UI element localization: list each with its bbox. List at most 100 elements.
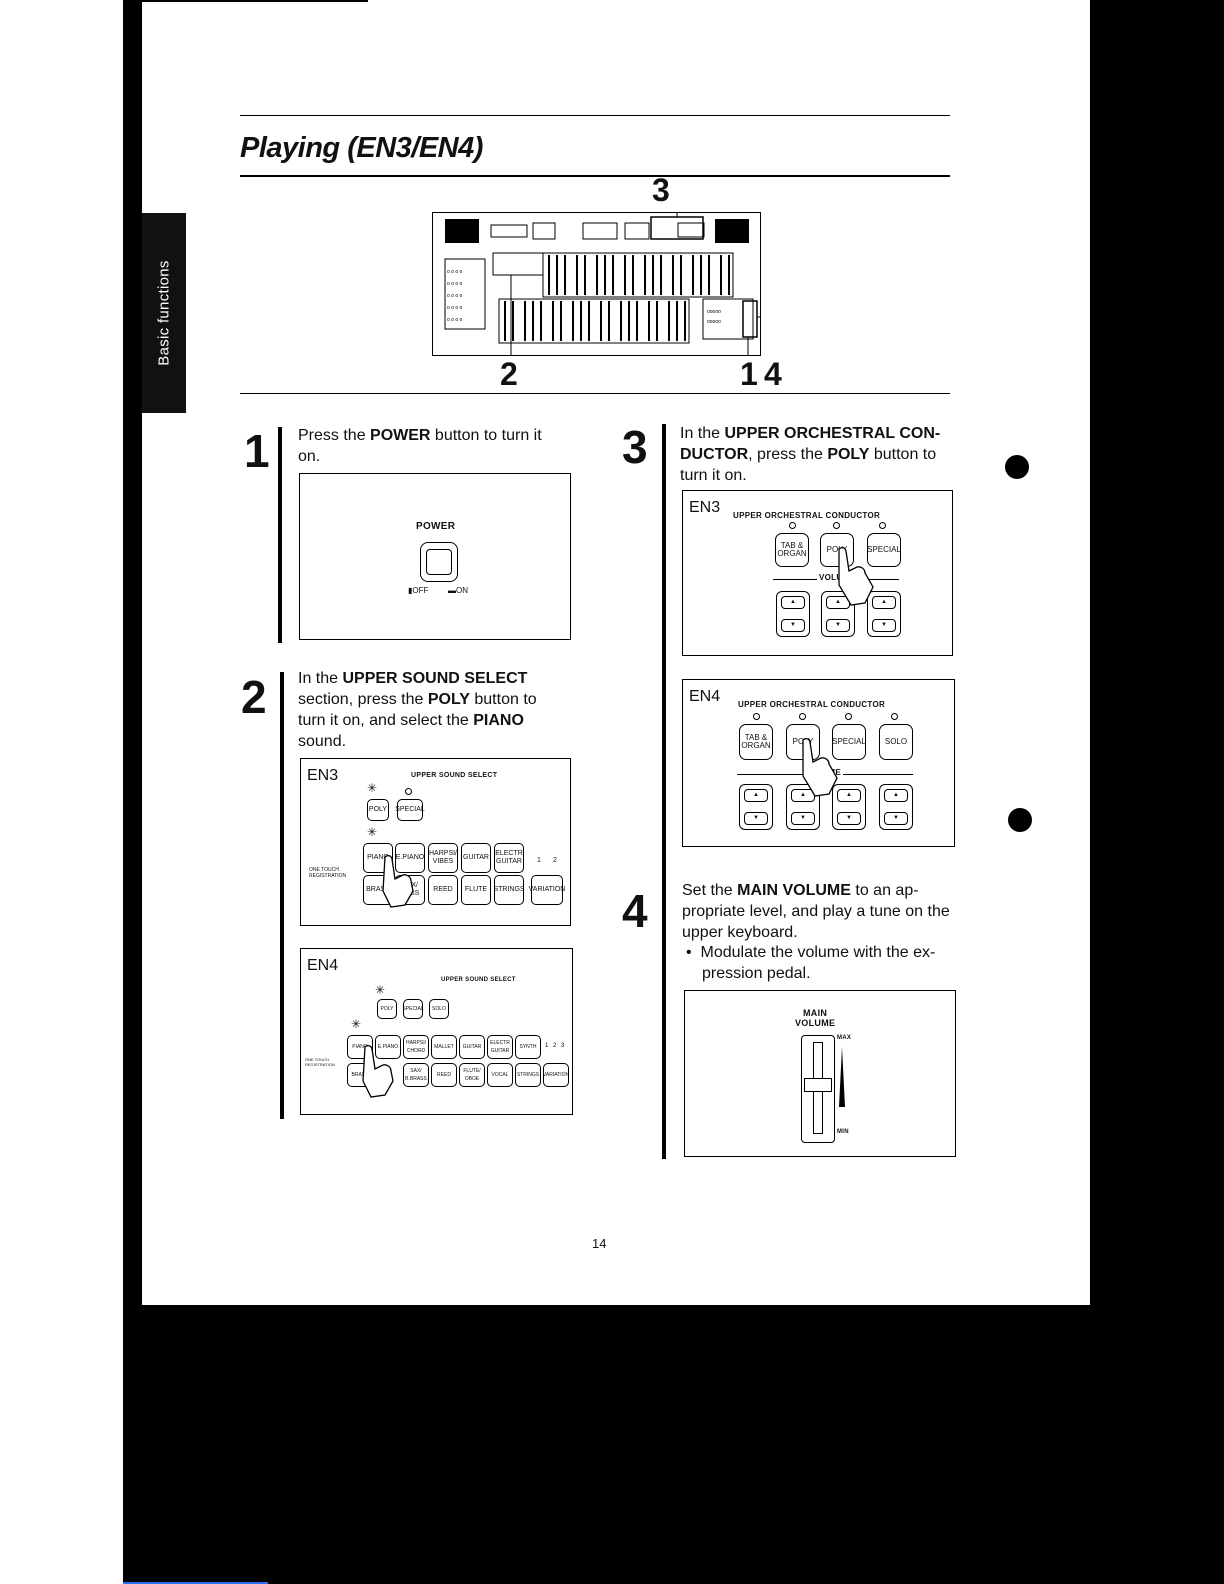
binding-hole bbox=[1005, 455, 1029, 479]
volume-rocker[interactable]: ▲▼ bbox=[776, 591, 810, 637]
callout-3: 3 bbox=[652, 172, 670, 208]
variation-button[interactable]: VARIATION bbox=[543, 1063, 569, 1087]
step-2-text: In the UPPER SOUND SELECT section, press… bbox=[298, 670, 537, 750]
led bbox=[833, 522, 840, 529]
special-button[interactable]: SPECIAL bbox=[395, 799, 425, 821]
en4-tag: EN4 bbox=[307, 957, 339, 974]
flute-oboe-button[interactable]: FLUTE/ OBOE bbox=[459, 1063, 485, 1087]
pointing-hand-icon bbox=[382, 855, 414, 908]
main-volume-panel: MAIN VOLUME MAX MIN bbox=[684, 990, 956, 1157]
electr-guitar-button[interactable]: ELECTR GUITAR bbox=[494, 843, 524, 873]
e-piano-button[interactable]: E.PIANO bbox=[375, 1035, 401, 1059]
slider-knob[interactable] bbox=[804, 1078, 832, 1092]
en3-upper-sound-select-panel: EN3 UPPER SOUND SELECT ✳ POLY SPECIAL ✳ … bbox=[300, 758, 571, 926]
volume-rocker[interactable]: ▲▼ bbox=[739, 784, 773, 830]
step-1-bar bbox=[278, 427, 282, 643]
main-volume-slider[interactable] bbox=[801, 1035, 835, 1143]
lit-indicator-icon: ✳ bbox=[375, 983, 386, 997]
en4-upper-sound-select-panel: EN4 UPPER SOUND SELECT ✳ POLY SPECIAL SO… bbox=[300, 948, 573, 1115]
guitar-button[interactable]: GUITAR bbox=[461, 843, 491, 873]
max-label: MAX bbox=[837, 1035, 852, 1041]
page-number: 14 bbox=[592, 1236, 607, 1251]
svg-text:o o o o: o o o o bbox=[447, 305, 463, 311]
volume-wedge-icon bbox=[839, 1047, 845, 1107]
step-1-text: Press the POWER button to turn it on. bbox=[298, 427, 542, 465]
svg-text:ooooo: ooooo bbox=[707, 309, 721, 315]
svg-text:o o o o: o o o o bbox=[447, 317, 463, 323]
binding-hole bbox=[1008, 808, 1032, 832]
poly-button[interactable]: POLY bbox=[820, 533, 854, 567]
special-button[interactable]: SPECIAL bbox=[867, 533, 901, 567]
synth-button[interactable]: SYNTH bbox=[515, 1035, 541, 1059]
sax-b-brass-button[interactable]: SAX/ B.BRASS bbox=[403, 1063, 429, 1087]
step-4-text: Set the MAIN VOLUME to an ap-propriate l… bbox=[682, 882, 950, 941]
en3-conductor-heading: UPPER ORCHESTRAL CONDUCTOR bbox=[733, 511, 881, 520]
pointing-hand-icon bbox=[362, 1045, 394, 1098]
en3-orchestral-conductor-panel: EN3 UPPER ORCHESTRAL CONDUCTOR TAB & ORG… bbox=[682, 490, 953, 656]
volume-label: VOLUME bbox=[817, 573, 858, 582]
poly-button[interactable]: POLY bbox=[377, 999, 397, 1019]
en4-conductor-heading: UPPER ORCHESTRAL CONDUCTOR bbox=[738, 700, 886, 709]
power-label: POWER bbox=[416, 521, 456, 532]
power-button[interactable] bbox=[420, 542, 458, 582]
e-piano-button[interactable]: E.PIANO bbox=[395, 843, 425, 873]
one-touch-label: ONE TOUCH REGISTRATION bbox=[305, 1057, 335, 1067]
guitar-button[interactable]: GUITAR bbox=[459, 1035, 485, 1059]
svg-text:o o o o: o o o o bbox=[447, 281, 463, 287]
main-label: MAIN bbox=[803, 1008, 828, 1018]
tab-organ-button[interactable]: TAB & ORGAN bbox=[739, 724, 773, 760]
harpsi-chord-button[interactable]: HARPSI/ CHORD bbox=[403, 1035, 429, 1059]
svg-text:o o o o: o o o o bbox=[447, 269, 463, 275]
callout-2: 2 bbox=[500, 356, 518, 392]
led bbox=[405, 788, 412, 795]
flute-button[interactable]: FLUTE bbox=[461, 875, 491, 905]
scan-bottom-line bbox=[123, 1582, 268, 1584]
electr-guitar-button[interactable]: ELECTR GUITAR bbox=[487, 1035, 513, 1059]
special-button[interactable]: SPECIAL bbox=[832, 724, 866, 760]
page-title: Playing (EN3/EN4) bbox=[240, 132, 483, 164]
en3-tag: EN3 bbox=[307, 767, 339, 784]
solo-button[interactable]: SOLO bbox=[879, 724, 913, 760]
strings-button[interactable]: STRINGS bbox=[493, 875, 525, 905]
volume-rocker[interactable]: ▲▼ bbox=[867, 591, 901, 637]
otr-number: 2 bbox=[553, 1043, 557, 1049]
tab-organ-button[interactable]: TAB & ORGAN bbox=[775, 533, 809, 567]
volume-label: VOLUME bbox=[795, 1018, 836, 1028]
en4-orchestral-conductor-panel: EN4 UPPER ORCHESTRAL CONDUCTOR TAB & ORG… bbox=[682, 679, 955, 847]
volume-rocker[interactable]: ▲▼ bbox=[832, 784, 866, 830]
lit-indicator-icon: ✳ bbox=[367, 825, 378, 839]
power-off-label: ▮OFF bbox=[408, 586, 429, 595]
min-label: MIN bbox=[837, 1129, 849, 1135]
solo-button[interactable]: SOLO bbox=[429, 999, 449, 1019]
otr-number: 3 bbox=[561, 1043, 565, 1049]
lit-indicator-icon: ✳ bbox=[367, 781, 378, 795]
step-4-bullet: • Modulate the volume with the ex-pressi… bbox=[686, 944, 936, 982]
power-panel: POWER ▮OFF ▬ON bbox=[299, 473, 571, 640]
en4-sound-heading: UPPER SOUND SELECT bbox=[441, 977, 516, 983]
harpsi-vibes-button[interactable]: HARPSI/ VIBES bbox=[428, 843, 458, 873]
vocal-button[interactable]: VOCAL bbox=[487, 1063, 513, 1087]
en4-tag: EN4 bbox=[689, 688, 721, 705]
volume-rocker[interactable]: ▲▼ bbox=[879, 784, 913, 830]
variation-button[interactable]: VARIATION bbox=[529, 875, 565, 905]
section-tab-label: Basic functions bbox=[155, 260, 173, 366]
pointing-hand-icon bbox=[802, 738, 838, 797]
led bbox=[799, 713, 806, 720]
poly-button[interactable]: POLY bbox=[367, 799, 389, 821]
lit-indicator-icon: ✳ bbox=[351, 1017, 362, 1031]
strings-button[interactable]: STRINGS bbox=[515, 1063, 541, 1087]
otr-number: 1 bbox=[545, 1043, 549, 1049]
scan-border-left bbox=[123, 0, 142, 1584]
led bbox=[891, 713, 898, 720]
header-rule-top bbox=[240, 115, 950, 116]
special-button[interactable]: SPECIAL bbox=[402, 999, 424, 1019]
reed-button[interactable]: REED bbox=[431, 1063, 457, 1087]
reed-button[interactable]: REED bbox=[428, 875, 458, 905]
step-1-number: 1 bbox=[244, 425, 270, 477]
led bbox=[879, 522, 886, 529]
step-2-bar bbox=[280, 672, 284, 1119]
scan-border-right bbox=[1090, 0, 1224, 1584]
mallet-button[interactable]: MALLET bbox=[431, 1035, 457, 1059]
section-tab: Basic functions bbox=[142, 213, 186, 413]
led bbox=[789, 522, 796, 529]
